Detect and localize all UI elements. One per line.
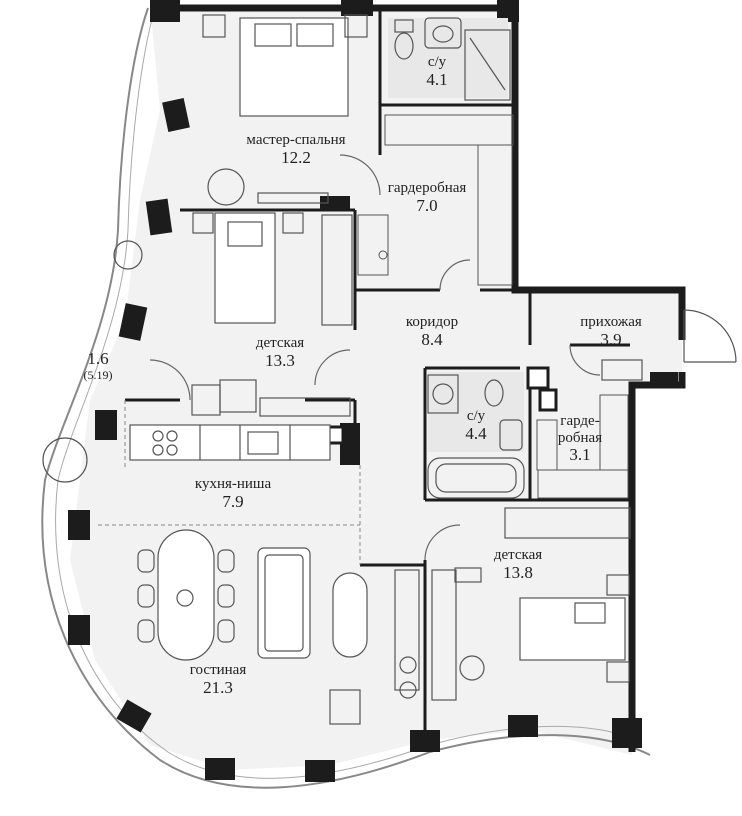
room-kitchen: кухня-ниша 7.9 — [195, 476, 271, 511]
room-kids-room-1: детская 13.3 — [256, 335, 304, 370]
room-living-room: гостиная 21.3 — [190, 662, 246, 697]
balcony-furniture — [42, 240, 143, 483]
room-area: 1.6 — [87, 349, 109, 368]
kitchen-fixtures — [129, 424, 331, 461]
living-room-furniture — [137, 529, 420, 725]
room-area: 12.2 — [281, 147, 311, 167]
room-area: 3.1 — [569, 445, 591, 464]
room-area: 8.4 — [421, 329, 443, 349]
apartment-floor — [70, 5, 682, 770]
room-area: 3.9 — [600, 329, 622, 349]
master-bedroom-furniture — [202, 14, 368, 206]
room-area: 4.1 — [426, 69, 448, 89]
room-name: прихожая — [580, 314, 642, 330]
bathroom-1-fixtures — [388, 17, 511, 101]
room-balcony: 1.6 (5.19) — [83, 349, 113, 382]
room-area: 13.8 — [503, 562, 533, 582]
room-bathroom-1: с/у 4.1 — [426, 54, 447, 89]
room-name: детская — [493, 547, 543, 563]
room-wardrobe: гарде- робная 3.1 — [558, 413, 602, 465]
room-name: детская — [255, 335, 305, 351]
room-master-bedroom: мастер-спальня 12.2 — [246, 132, 345, 167]
hallway-fixtures — [601, 359, 643, 381]
room-name-line-2: робная — [557, 429, 603, 446]
room-kids-room-2: детская 13.8 — [494, 547, 542, 582]
room-area-full: (5.19) — [83, 367, 113, 382]
door-swings — [149, 154, 601, 561]
wardrobe-fixtures — [536, 394, 629, 499]
kids-room-1-furniture — [191, 212, 353, 417]
room-name: кухня-ниша — [194, 476, 272, 492]
room-name: с/у — [427, 54, 447, 70]
room-name-line-1: гарде- — [560, 413, 600, 429]
room-dressing-room: гардеробная 7.0 — [388, 180, 467, 215]
room-corridor: коридор 8.4 — [406, 314, 458, 349]
room-area: 4.4 — [465, 423, 487, 443]
room-bathroom-2: с/у 4.4 — [465, 408, 486, 443]
room-area: 7.0 — [416, 195, 438, 215]
interior-walls — [125, 10, 632, 730]
room-area: 13.3 — [265, 350, 295, 370]
room-area: 7.9 — [222, 491, 244, 511]
room-name: мастер-спальня — [246, 132, 346, 148]
room-name: коридор — [405, 314, 459, 330]
bathroom-2-fixtures — [427, 372, 525, 499]
shafts — [325, 366, 558, 445]
facade-curve — [41, 7, 651, 789]
room-area: 21.3 — [203, 677, 233, 697]
room-name: гардеробная — [387, 180, 467, 196]
dressing-room-fixtures — [357, 114, 514, 286]
room-hallway: прихожая 3.9 — [580, 314, 642, 349]
room-name: с/у — [466, 408, 486, 424]
structural-columns — [68, 0, 678, 782]
entry-door — [683, 309, 737, 363]
kids-room-2-furniture — [431, 507, 631, 701]
room-name: гостиная — [189, 662, 247, 678]
zone-dividers — [98, 400, 361, 565]
